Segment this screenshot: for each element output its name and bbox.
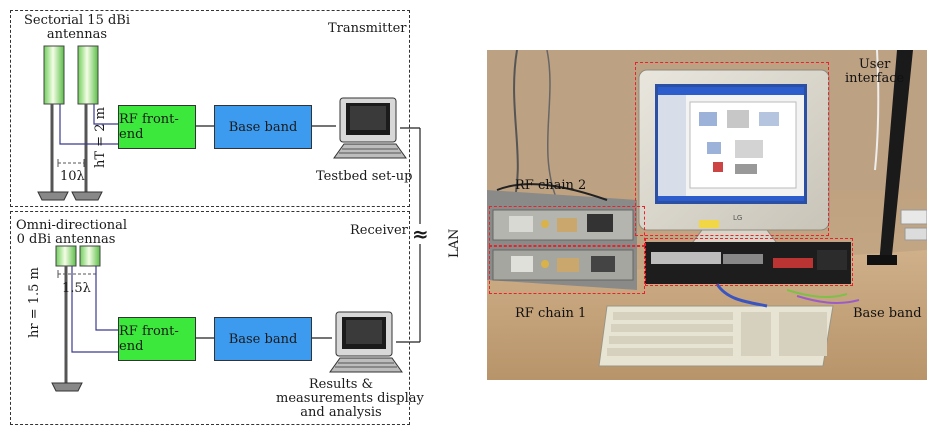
transmitter-panel (10, 10, 410, 207)
rx-baseband-block: Base band (214, 317, 312, 361)
rx-antenna-left (51, 245, 83, 392)
tx-antenna-wires (59, 104, 118, 145)
lan-break-symbol: ≈ (412, 222, 429, 246)
rf-chain-1-highlight (489, 246, 645, 294)
tx-antenna-left (37, 45, 69, 201)
rx-spacing-label: 1.5λ (62, 281, 91, 296)
tx-baseband-block: Base band (214, 105, 312, 149)
transmitter-title: Transmitter (328, 21, 407, 36)
base-band-highlight (645, 238, 853, 286)
testbed-photo-graphics: LG (487, 50, 927, 380)
user-interface-highlight (635, 62, 829, 236)
rx-computer-icon (329, 311, 403, 373)
tx-antenna-label: Sectorial 15 dBi antennas (23, 13, 131, 42)
tx-computer-label: Testbed set-up (316, 169, 413, 184)
tx-connections (196, 125, 420, 129)
user-interface-label: User interface (845, 57, 905, 86)
tx-spacing-label: 10λ (60, 169, 85, 184)
rx-computer-label: Results & measurements display and analy… (276, 377, 424, 420)
rx-antenna-right (79, 245, 101, 267)
monitor-brand-logo: LG (733, 214, 742, 222)
rf-chain-2-highlight (489, 206, 645, 246)
rx-antenna-label: Omni-directional 0 dBi antennas (16, 218, 128, 247)
rf-chain-2-label: RF chain 2 (515, 178, 587, 193)
rf-chain-1-label: RF chain 1 (515, 306, 587, 321)
tx-computer-icon (333, 97, 407, 159)
rx-height-label: hr = 1.5 m (27, 267, 42, 338)
receiver-panel (10, 211, 410, 425)
tx-height-label: hT = 2 m (93, 107, 108, 168)
lan-label: LAN (447, 228, 462, 258)
rx-antenna-wires (71, 266, 118, 353)
rx-rf-frontend-block: RF front-end (118, 317, 196, 361)
base-band-label: Base band (853, 306, 922, 321)
tx-rf-frontend-block: RF front-end (118, 105, 196, 149)
tx-antenna-right (71, 45, 103, 201)
tx-spacing-arrow (57, 159, 85, 167)
rx-connections (196, 337, 420, 343)
receiver-title: Receiver (350, 223, 408, 238)
testbed-photo: LG (487, 50, 927, 380)
